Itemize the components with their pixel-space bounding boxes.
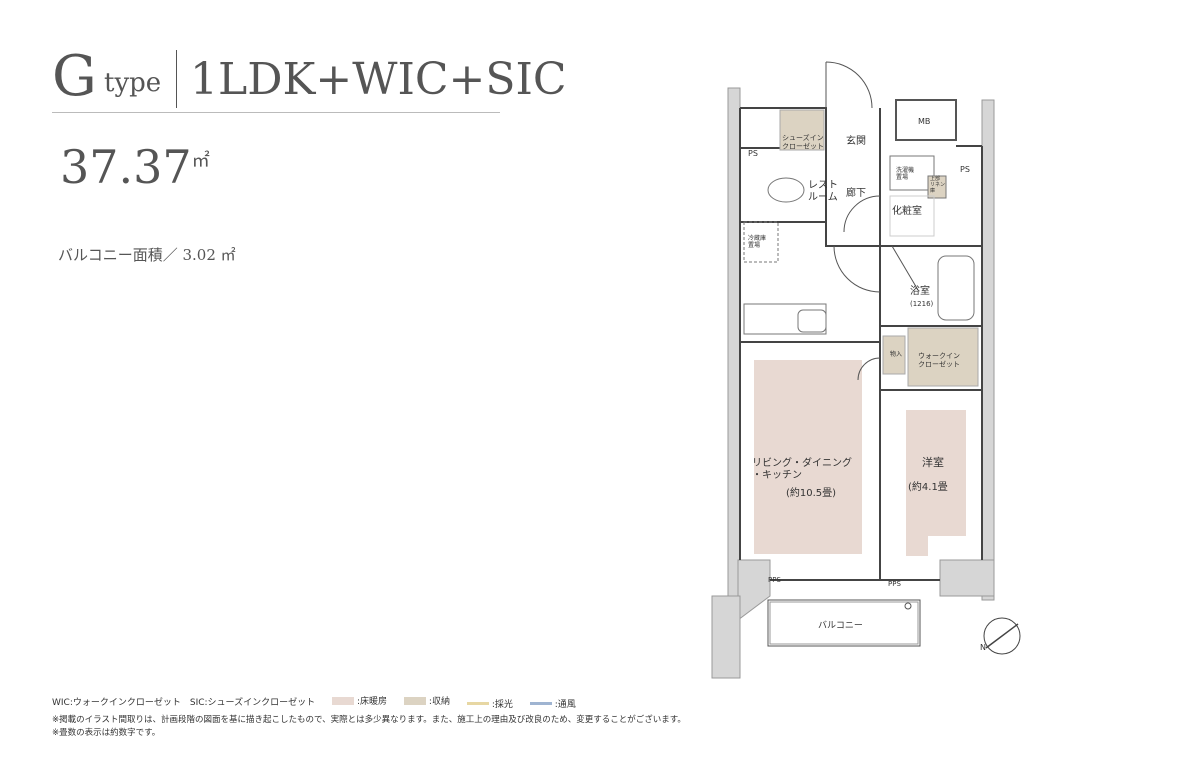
label-wic: ウォークインクローゼット (918, 352, 960, 368)
area-unit: ㎡ (191, 150, 210, 172)
label-washer: 洗濯機置場 (896, 166, 914, 181)
label-ps-left: PS (748, 149, 758, 158)
label-bath: 浴室 (910, 284, 930, 297)
header-underline (52, 112, 500, 113)
plan-name: 1LDK+WIC+SIC (190, 54, 567, 105)
legend-abbrev: WIC:ウォークインクローゼット SIC:シューズインクローゼット (52, 697, 316, 708)
note-2: ※畳数の表示は約数字です。 (52, 728, 161, 738)
label-fridge: 冷蔵庫置場 (748, 234, 766, 249)
legend-wind: :通風 (529, 697, 576, 710)
north-compass: N (980, 617, 1021, 655)
note-1: ※掲載のイラスト間取りは、計画段階の図面を基に描き起こしたもので、実際とは多少異… (52, 715, 686, 725)
balcony-outline (767, 599, 921, 647)
balcony-area: バルコニー面積／ 3.02 ㎡ (58, 246, 236, 264)
label-western: 洋室 (922, 455, 944, 469)
label-genkan: 玄関 (846, 134, 866, 147)
notes: ※掲載のイラスト間取りは、計画段階の図面を基に描き起こしたもので、実際とは多少異… (52, 714, 686, 740)
label-pps-left: PPS (768, 576, 781, 584)
legend: WIC:ウォークインクローゼット SIC:シューズインクローゼット :床暖房 :… (52, 694, 590, 710)
type-word: type (104, 68, 162, 98)
label-western-size: (約4.1畳 (908, 480, 948, 493)
label-ldk: リビング・ダイニング・キッチン (752, 456, 852, 481)
type-letter: G (52, 44, 97, 109)
label-sic: シューズインクローゼット (782, 133, 824, 150)
fixtures (743, 155, 975, 335)
label-pps-right: PPS (888, 580, 901, 588)
legend-floor-heating: :床暖房 (331, 694, 387, 707)
door-swings (825, 61, 919, 381)
label-keshoushitsu: 化粧室 (892, 204, 922, 217)
compass-n: N (980, 643, 986, 652)
legend-light: :採光 (466, 697, 513, 710)
exterior-walls (711, 87, 995, 679)
label-bath-size: (1216) (910, 300, 934, 308)
label-closet: 物入 (890, 350, 902, 358)
storage-areas (779, 109, 979, 387)
label-mb: MB (918, 117, 930, 126)
floor-area: 37.37㎡ (60, 140, 210, 194)
label-ps-right: PS (960, 165, 970, 174)
label-balcony: バルコニー (818, 620, 863, 631)
label-rouka: 廊下 (846, 186, 866, 199)
label-restroom: レストルーム (808, 180, 838, 203)
plan-header: G type 1LDK+WIC+SIC (52, 44, 567, 116)
label-top-linen: 上部リネン庫 (930, 175, 945, 194)
label-ldk-size: (約10.5畳) (786, 486, 836, 499)
legend-storage: :収納 (403, 694, 450, 707)
header-divider (176, 50, 177, 108)
area-value: 37.37 (60, 140, 192, 194)
floor-heating-areas (754, 360, 966, 556)
